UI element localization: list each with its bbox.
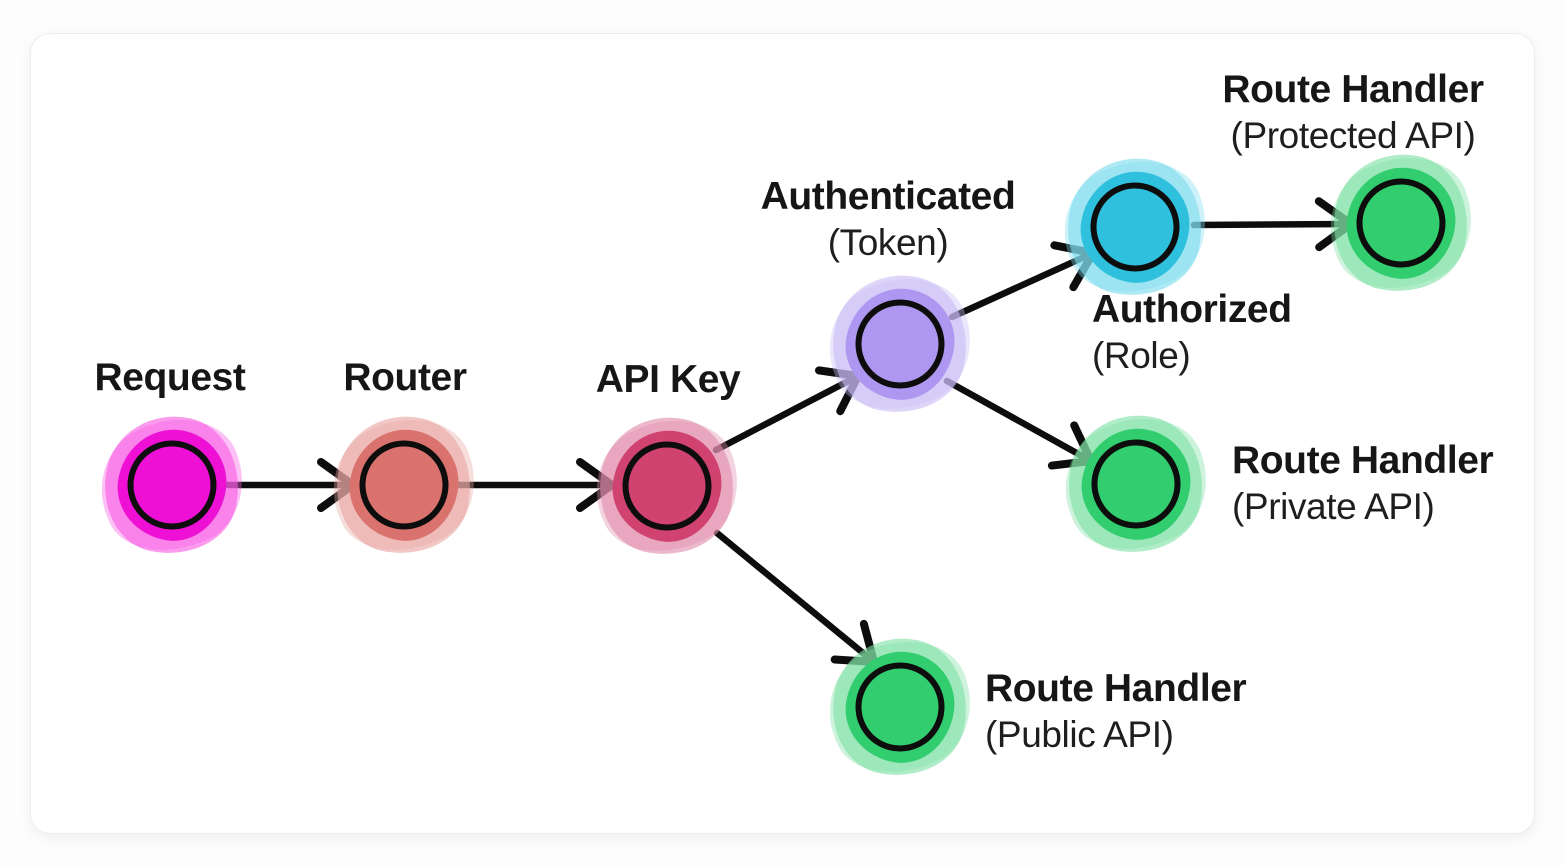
node-ring xyxy=(359,440,449,530)
node-ring xyxy=(127,440,217,530)
node-label: Route Handler xyxy=(1222,68,1484,111)
node-label: Request xyxy=(94,356,246,399)
node-sublabel: (Private API) xyxy=(1232,486,1435,527)
node-sublabel: (Role) xyxy=(1092,335,1191,376)
edge-authorized-protected xyxy=(1190,197,1355,252)
label-authenticated: Authenticated (Token) xyxy=(688,174,1088,266)
node-ring xyxy=(1091,439,1181,529)
node-label: Authenticated xyxy=(760,175,1016,218)
node-sublabel: (Token) xyxy=(827,222,949,263)
node-sublabel: (Protected API) xyxy=(1230,115,1476,156)
label-route-protected: Route Handler (Protected API) xyxy=(1153,67,1553,159)
node-ring xyxy=(622,441,712,531)
label-router: Router xyxy=(255,355,555,401)
label-route-private: Route Handler (Private API) xyxy=(1232,438,1494,530)
label-authorized: Authorized (Role) xyxy=(1092,287,1292,379)
node-sublabel: (Public API) xyxy=(985,714,1174,755)
node-ring xyxy=(855,662,945,752)
node-label: Route Handler xyxy=(1232,439,1494,482)
node-label: Router xyxy=(343,356,467,399)
node-label: Route Handler xyxy=(985,667,1247,710)
node-label: Authorized xyxy=(1092,288,1292,331)
node-ring xyxy=(1090,182,1180,272)
label-request: Request xyxy=(20,355,320,401)
node-label: API Key xyxy=(595,358,741,401)
node-ring xyxy=(1356,178,1446,268)
edge-apikey-public xyxy=(713,529,878,666)
node-ring xyxy=(855,299,945,389)
label-api-key: API Key xyxy=(518,357,818,403)
edge-authenticated-private xyxy=(943,377,1095,470)
label-route-public: Route Handler (Public API) xyxy=(985,666,1247,758)
